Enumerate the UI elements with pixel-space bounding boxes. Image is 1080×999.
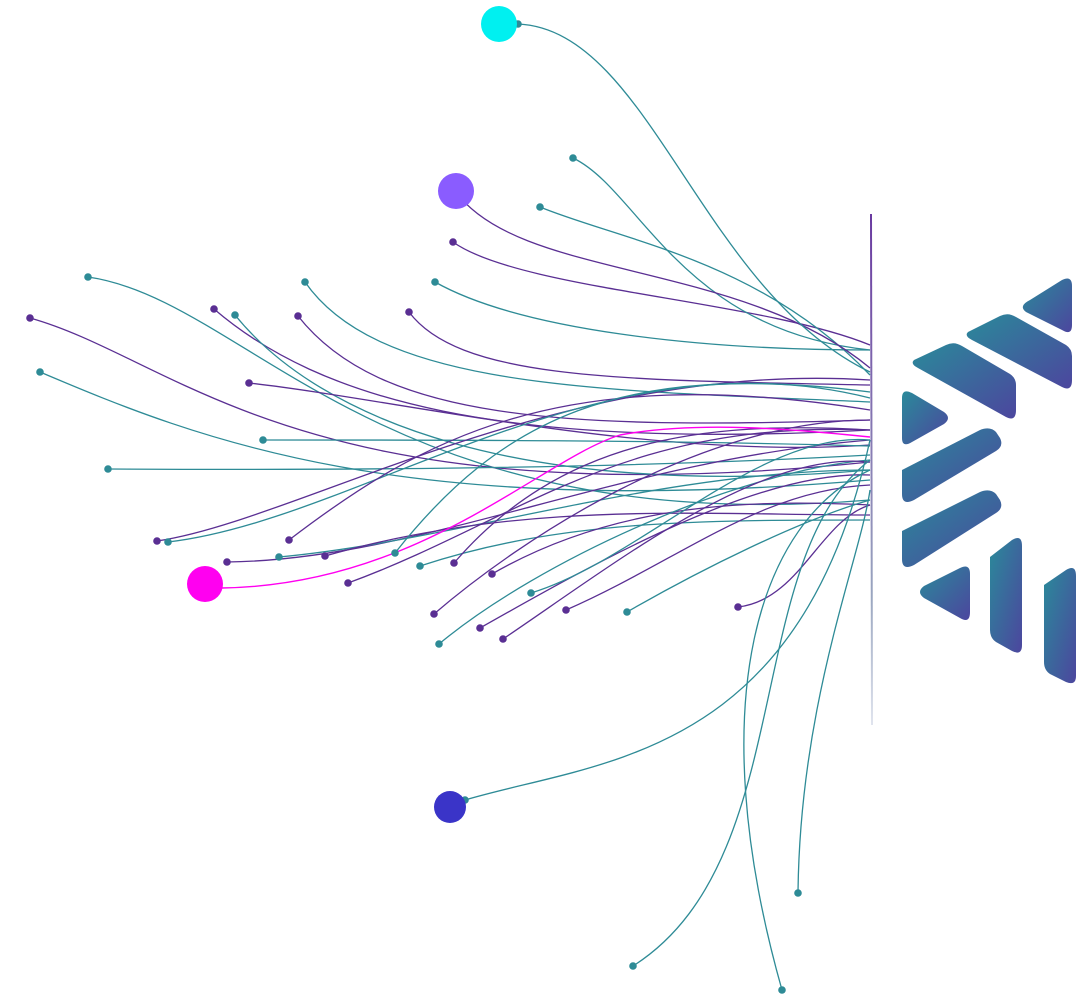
flow-line [530, 438, 871, 594]
flow-line [39, 371, 871, 492]
endpoint-dot [778, 986, 786, 994]
endpoint-dot [391, 549, 399, 557]
flow-line [502, 460, 871, 640]
endpoint-dot [476, 624, 484, 632]
flow-line [288, 394, 871, 541]
chevron-stripes-logo-icon [902, 278, 1076, 684]
flow-line [455, 191, 871, 369]
flow-line [539, 206, 871, 376]
flow-line [297, 315, 871, 424]
endpoint-dot [569, 154, 577, 162]
endpoint-dot [104, 465, 112, 473]
flow-line [626, 499, 871, 613]
endpoint-dot [223, 558, 231, 566]
flow-line [517, 23, 871, 373]
endpoint-dot [405, 308, 413, 316]
flow-line [226, 439, 871, 563]
endpoint-dot [344, 579, 352, 587]
endpoint-dot [259, 436, 267, 444]
flow-line [394, 382, 871, 554]
flow-line [433, 419, 871, 615]
endpoint-dot [623, 608, 631, 616]
flow-line [156, 377, 871, 542]
endpoint-dot [734, 603, 742, 611]
flow-line [737, 504, 871, 608]
endpoint-dot [231, 311, 239, 319]
flow-line [491, 502, 871, 575]
endpoint-dots [26, 20, 802, 994]
endpoint-dot [294, 312, 302, 320]
magenta-flow-line [221, 426, 871, 589]
endpoint-dot [36, 368, 44, 376]
flow-line [234, 314, 871, 478]
endpoint-dot [536, 203, 544, 211]
endpoint-dot [164, 538, 172, 546]
endpoint-dot [488, 570, 496, 578]
flow-line [408, 311, 871, 386]
endpoint-dot [245, 379, 253, 387]
flow-line [419, 519, 871, 567]
endpoint-dot [450, 559, 458, 567]
flow-line [87, 276, 871, 506]
flow-line [107, 454, 871, 471]
flow-line [797, 489, 871, 894]
endpoint-dot [275, 553, 283, 561]
flow-line [632, 459, 871, 967]
flow-lines [29, 23, 871, 991]
flow-line [479, 474, 871, 629]
endpoint-dot [449, 238, 457, 246]
endpoint-dot [527, 589, 535, 597]
endpoint-dot [301, 278, 309, 286]
endpoint-dot [285, 536, 293, 544]
endpoint-dot [153, 537, 161, 545]
endpoint-dot [416, 562, 424, 570]
indigo-dot [434, 791, 466, 823]
flow-line [464, 439, 871, 801]
endpoint-dot [629, 962, 637, 970]
magenta-dot [187, 566, 223, 602]
convergence-bar [870, 213, 873, 726]
highlight-dots [187, 6, 517, 823]
violet-dot [438, 173, 474, 209]
endpoint-dot [562, 606, 570, 614]
endpoint-dot [499, 635, 507, 643]
endpoint-dot [26, 314, 34, 322]
endpoint-dot [435, 640, 443, 648]
flow-line [167, 382, 871, 543]
cyan-dot [481, 6, 517, 42]
endpoint-dot [210, 305, 218, 313]
flow-line [572, 157, 871, 351]
flow-line [565, 484, 871, 611]
flow-line [324, 512, 871, 557]
flow-line [453, 427, 871, 564]
endpoint-dot [430, 610, 438, 618]
flow-line [262, 439, 871, 447]
flow-line [248, 382, 871, 449]
endpoint-dot [431, 278, 439, 286]
flow-line [743, 469, 871, 991]
flow-line [438, 459, 871, 645]
endpoint-dot [321, 552, 329, 560]
flow-line [434, 281, 871, 351]
endpoint-dot [84, 273, 92, 281]
endpoint-dot [794, 889, 802, 897]
